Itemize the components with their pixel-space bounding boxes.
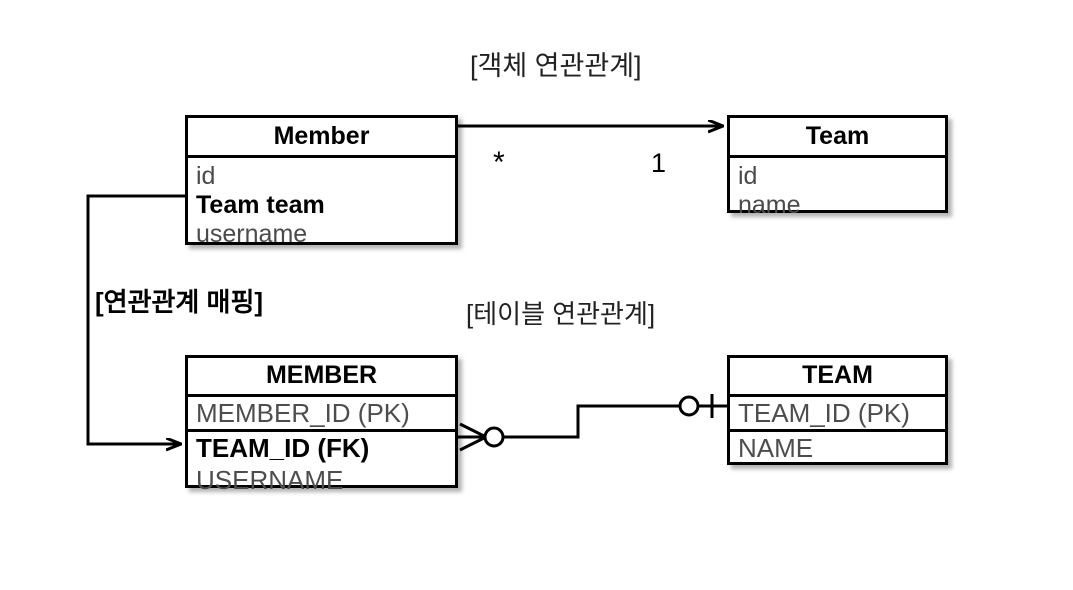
attribute-list: id Team team username <box>188 158 455 249</box>
cardinality-one-bar <box>698 394 727 418</box>
entity-member-table[interactable]: MEMBER MEMBER_ID (PK) TEAM_ID (FK) USERN… <box>185 355 458 493</box>
attribute-row: id <box>196 162 216 190</box>
multiplicity-one: 1 <box>651 148 667 178</box>
pk-row-group: MEMBER_ID (PK) <box>188 397 455 429</box>
header-divider <box>188 394 455 397</box>
attribute-row: NAME <box>738 433 814 463</box>
entity-title: Team <box>805 122 870 150</box>
attribute-row: name <box>738 191 801 219</box>
attribute-row-primary-key: MEMBER_ID (PK) <box>196 398 410 428</box>
multiplicity-many: * <box>493 146 505 179</box>
pk-divider <box>730 429 945 432</box>
entity-title: TEAM <box>802 361 873 389</box>
pk-row-group: TEAM_ID (PK) <box>730 397 945 429</box>
connector-table-crowsfoot <box>458 394 727 452</box>
header-divider <box>188 155 455 158</box>
entity-team-object[interactable]: Team id name <box>727 115 948 218</box>
entity-title: MEMBER <box>265 361 378 389</box>
attribute-row: username <box>196 220 308 248</box>
optionality-zero-circle-member <box>483 426 505 448</box>
caption-table-relation: [테이블 연관관계] <box>466 299 656 329</box>
attribute-row-foreign-key: TEAM_ID (FK) <box>196 433 370 463</box>
crowsfoot-many-symbol <box>458 422 487 452</box>
attribute-row-primary-key: TEAM_ID (PK) <box>738 398 910 428</box>
entity-member-object[interactable]: Member id Team team username <box>185 115 458 247</box>
header-divider <box>730 394 945 397</box>
attribute-row: USERNAME <box>196 465 344 495</box>
caption-relation-mapping: [연관관계 매핑] <box>95 287 264 317</box>
attribute-list: TEAM_ID (FK) USERNAME <box>188 432 455 496</box>
attribute-row: id <box>738 162 758 190</box>
entity-team-table[interactable]: TEAM TEAM_ID (PK) NAME <box>727 355 948 465</box>
header-divider <box>730 155 945 158</box>
pk-divider <box>188 429 455 432</box>
attribute-row-team-team: Team team <box>196 191 325 219</box>
attribute-list: NAME <box>730 432 945 464</box>
caption-object-relation: [객체 연관관계] <box>470 51 642 81</box>
entity-title: Member <box>273 122 370 150</box>
attribute-list: id name <box>730 158 945 220</box>
optionality-zero-circle-team <box>678 395 700 417</box>
connector-mapping-arrow <box>86 194 185 444</box>
